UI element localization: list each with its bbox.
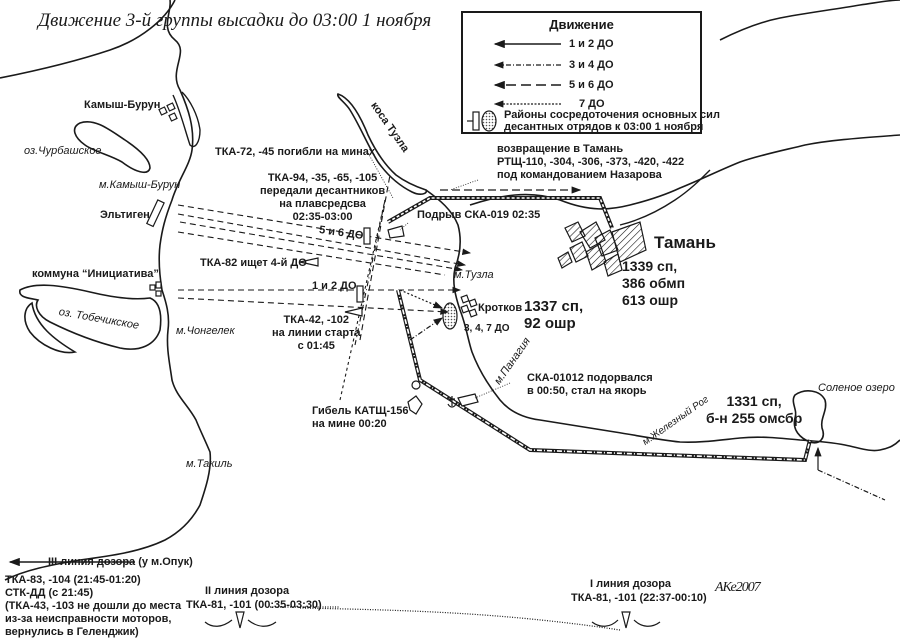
place-krotkov: Кротков	[478, 302, 523, 314]
patrol-detail: ТКА-83, -104 (21:45-01:20)	[5, 574, 141, 586]
unit-line: 1331 сп,	[726, 393, 782, 409]
salt-lake	[792, 390, 827, 444]
kerch-coastline	[0, 0, 176, 79]
place-cape-chongelek: м.Чонгелек	[176, 325, 235, 337]
legend-label: 7 ДО	[579, 98, 605, 110]
annotation-line: на линии старта	[272, 327, 361, 339]
units-east: 1331 сп, б-н 255 омсбр	[706, 393, 802, 427]
units-krotkov: 1337 сп, 92 ошр	[524, 298, 583, 332]
annotation-line: РТЩ-110, -304, -306, -373, -420, -422	[497, 156, 685, 168]
route-south	[396, 289, 886, 501]
place-kommuna: коммуна “Инициатива”	[32, 268, 159, 280]
annotation-ska019: Подрыв СКА-019 02:35	[417, 209, 541, 221]
unit-line: 386 обмп	[622, 275, 686, 291]
legend-note-line: Районы сосредоточения основных сил	[504, 109, 720, 121]
patrol-detail: из-за неисправности моторов,	[5, 613, 172, 625]
dotted-arrow-icon	[493, 100, 561, 108]
place-cape-takil: м.Такиль	[186, 458, 233, 470]
place-salt-lake: Соленое озеро	[818, 382, 895, 394]
annotation-line: на плавсредсва	[279, 198, 366, 210]
legend-label: 5 и 6 ДО	[569, 79, 614, 91]
mine-icon	[407, 380, 423, 415]
taman-bay-inner	[619, 169, 711, 226]
patrol-detail: вернулись в Геленджик)	[5, 626, 139, 638]
map-title: Движение 3-й группы высадки до 03:00 1 н…	[38, 10, 432, 31]
annotation-ska01012: СКА-01012 подорвался в 00:50, стал на як…	[527, 372, 653, 398]
patrol-line-i	[299, 607, 661, 631]
legend-item-1-2-do: 1 и 2 ДО	[491, 37, 614, 51]
long-dash-arrow-icon	[493, 81, 561, 89]
patrol-line-i-title: I линия дозора	[590, 578, 672, 590]
unit-line: б-н 255 омсбр	[706, 410, 803, 426]
place-cape-tuzla: м.Тузла	[454, 269, 494, 281]
north-coast	[719, 0, 900, 41]
annotation-line: возвращение в Тамань	[497, 143, 624, 155]
place-kamysh-burun: Камыш-Бурун	[84, 99, 161, 111]
legend-concentration-note: Районы сосредоточения основных сил десан…	[504, 109, 720, 133]
anchor-icon	[447, 396, 457, 408]
concentration-area-icon	[467, 110, 497, 132]
return-route	[387, 186, 614, 229]
legend-item-3-4-do: 3 и 4 ДО	[491, 58, 614, 72]
dash-dot-arrow-icon	[493, 61, 561, 69]
legend-title: Движение	[549, 17, 614, 32]
annotation-line: передали десантников	[260, 185, 386, 197]
patrol-line-iii-title: III линия дозора (у м.Опук)	[48, 556, 193, 568]
place-cape-kamysh-burun: м.Камыш-Бурун	[99, 179, 181, 191]
lake-churbash	[73, 121, 151, 174]
solid-arrow-icon	[493, 40, 561, 48]
kamysh-burun-bay	[172, 91, 201, 148]
legend-label: 3 и 4 ДО	[569, 59, 614, 71]
patrol-line-iii-details: ТКА-83, -104 (21:45-01:20) СТК-ДД (с 21:…	[5, 574, 181, 639]
concentration-area-krotkov	[442, 302, 458, 330]
annotation-line: 02:35-03:00	[292, 211, 353, 223]
place-taman: Тамань	[654, 233, 716, 252]
annotation-line: в 00:50, стал на якорь	[527, 385, 647, 397]
legend-item-7-do: 7 ДО	[491, 97, 605, 111]
taman-settlement	[557, 221, 647, 277]
annotation-do12: 1 и 2 ДО	[312, 280, 357, 292]
legend-note-line: десантных отрядов к 03:00 1 ноября	[504, 121, 704, 133]
annotation-line: под командованием Назарова	[497, 169, 662, 181]
legend-item-5-6-do: 5 и 6 ДО	[491, 78, 614, 92]
annotation-return: возвращение в Тамань РТЩ-110, -304, -306…	[497, 143, 684, 182]
annotation-line: СКА-01012 подорвался	[527, 372, 653, 384]
ship-icon	[299, 225, 479, 407]
patrol-line-i-details: ТКА-81, -101 (22:37-00:10)	[571, 592, 707, 604]
patrol-detail: (ТКА-43, -103 не дошли до места	[5, 600, 182, 612]
patrol-line-ii-details: ТКА-81, -101 (00:35-03:30)	[186, 599, 322, 611]
legend: Движение 1 и 2 ДО 3 и 4 ДО 5 и 6 ДО 7 ДО…	[461, 11, 720, 134]
units-krotkov-do: 3, 4, 7 ДО	[464, 323, 510, 334]
units-taman: 1339 сп, 386 обмп 613 ошр	[622, 258, 685, 309]
annotation-line: с 01:45	[297, 340, 335, 352]
taman-coastline	[425, 189, 900, 452]
annotation-line: Гибель КАТЩ-156	[312, 405, 409, 417]
unit-line: 1337 сп,	[524, 298, 584, 315]
annotation-tka42: ТКА-42, -102 на линии старта с 01:45	[272, 314, 361, 353]
annotation-tka72: ТКА-72, -45 погибли на минах	[215, 146, 375, 158]
author-signature: АКе2007	[715, 580, 761, 595]
place-eltigen: Эльтиген	[100, 209, 150, 221]
annotation-tka94: ТКА-94, -35, -65, -105 передали десантни…	[260, 172, 385, 224]
unit-line: 613 ошр	[622, 292, 679, 308]
patrol-line-ii-title: II линия дозора	[205, 585, 290, 597]
patrol-line-ii	[204, 606, 340, 629]
settlement-icon	[145, 102, 478, 318]
unit-line: 1339 сп,	[622, 258, 678, 274]
west-coast	[4, 0, 212, 581]
unit-line: 92 ошр	[524, 315, 576, 332]
annotation-tka82: ТКА-82 ищет 4-й ДО	[200, 257, 307, 269]
leader-lines	[366, 150, 511, 399]
place-lake-churbash: оз.Чурбашское	[24, 145, 102, 157]
annotation-line: ТКА-94, -35, -65, -105	[267, 172, 378, 184]
annotation-katshch156: Гибель КАТЩ-156 на мине 00:20	[312, 405, 409, 431]
annotation-line: на мине 00:20	[312, 418, 387, 430]
patrol-detail: СТК-ДД (с 21:45)	[5, 587, 94, 599]
kosa-tuzla	[336, 93, 428, 195]
lake-tobechik	[19, 284, 162, 354]
legend-label: 1 и 2 ДО	[569, 38, 614, 50]
annotation-line: ТКА-42, -102	[283, 314, 349, 326]
